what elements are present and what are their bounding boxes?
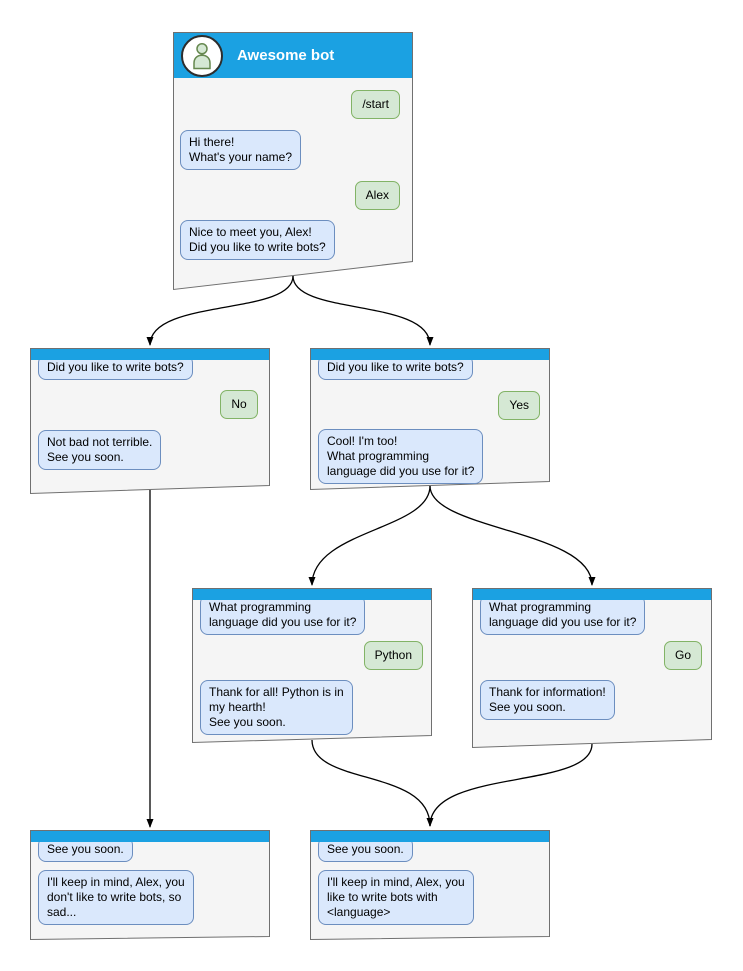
arrow-go-to-end — [429, 743, 593, 827]
arrow-yes-to-python — [308, 485, 431, 586]
node-branch-yes: Did you like to write bots? Yes Cool! I'… — [310, 348, 550, 491]
arrow-python-to-end — [311, 739, 434, 827]
node-branch-no: Did you like to write bots? No Not bad n… — [30, 348, 270, 495]
bot-message-bubble: What programming language did you use fo… — [480, 595, 646, 635]
chat-window-main: /start Hi there! What's your name? Alex … — [173, 32, 413, 291]
bot-message-bubble: What programming language did you use fo… — [200, 595, 366, 635]
bot-message-bubble: Cool! I'm too! What programming language… — [318, 429, 484, 484]
node-header-bar — [31, 349, 269, 360]
user-message-bubble: /start — [351, 90, 400, 119]
user-message-bubble: No — [220, 390, 258, 419]
user-message-bubble: Alex — [354, 181, 400, 210]
bot-message-bubble: Hi there! What's your name? — [180, 130, 302, 170]
node-header-bar — [311, 831, 549, 842]
bot-message-bubble: Thank for all! Python is in my hearth! S… — [200, 680, 353, 735]
user-message-bubble: Yes — [498, 391, 540, 420]
bot-message-bubble: I'll keep in mind, Alex, you like to wri… — [318, 870, 474, 925]
bot-message-bubble: Not bad not terrible. See you soon. — [38, 430, 162, 470]
node-end-yes: See you soon. I'll keep in mind, Alex, y… — [310, 830, 550, 941]
window-title: Awesome bot — [237, 47, 335, 64]
node-header-bar — [473, 589, 711, 600]
bot-message-bubble: Nice to meet you, Alex! Did you like to … — [180, 220, 335, 260]
user-avatar-icon — [193, 42, 211, 69]
node-header-bar — [31, 831, 269, 842]
node-branch-python: What programming language did you use fo… — [192, 588, 432, 744]
user-message-bubble: Python — [363, 641, 423, 670]
bot-avatar — [181, 34, 223, 77]
bot-message-bubble: I'll keep in mind, Alex, you don't like … — [38, 870, 194, 925]
bot-message-bubble: Thank for information! See you soon. — [480, 680, 615, 720]
node-header-bar — [311, 349, 549, 360]
window-titlebar: Awesome bot — [174, 33, 412, 78]
node-header-bar — [193, 589, 431, 600]
node-branch-go: What programming language did you use fo… — [472, 588, 712, 749]
node-end-no: See you soon. I'll keep in mind, Alex, y… — [30, 830, 270, 941]
user-message-bubble: Go — [663, 641, 702, 670]
arrow-yes-to-go — [429, 485, 596, 586]
